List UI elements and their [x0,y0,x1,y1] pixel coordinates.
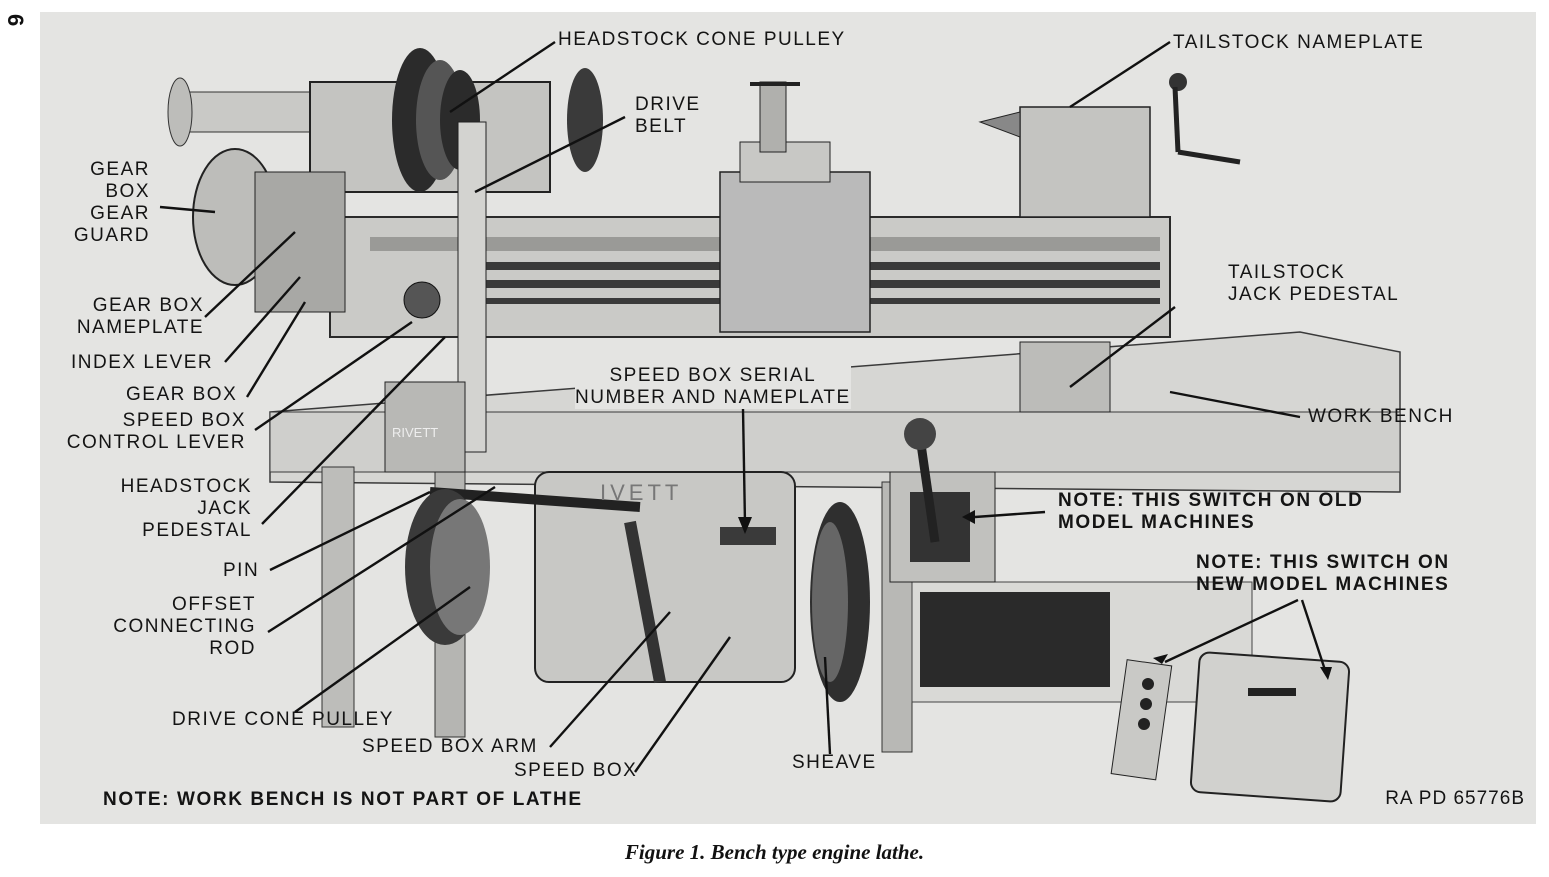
note-old-switch-line-1: NOTE: THIS SWITCH ON OLD [1058,490,1364,511]
label-speed-box-control-lever: SPEED BOX CONTROL LEVER [67,410,246,454]
offset-connecting-rod-shape [429,487,641,512]
leader-lines [159,40,1327,773]
label-pin: PIN [223,560,260,581]
lathe-illustration: RIVETT IVETT [159,40,1401,803]
headstock-jack-line-2: JACK [197,498,252,519]
label-speed-box: SPEED BOX [514,760,638,781]
label-gear-box-nameplate: GEAR BOX NAMEPLATE [77,295,204,339]
gear-guard-line-1: GEAR [90,159,150,180]
bench-shelf-inner [920,592,1110,687]
serial-arrowhead [738,517,752,534]
gear-guard-line-2: BOX [105,181,150,202]
label-tailstock-nameplate: TAILSTOCK NAMEPLATE [1173,32,1425,53]
label-index-lever: INDEX LEVER [71,352,214,373]
headstock-jack-line-3: PEDESTAL [142,520,252,541]
drive-belt-line-1: DRIVE [635,94,701,115]
figure-caption: Figure 1. Bench type engine lathe. [624,840,925,864]
tailstock-jack-pedestal-shape [1019,341,1111,413]
spindle [179,91,331,133]
speed-box-serial-line-1: SPEED BOX SERIAL [609,365,817,386]
label-speed-box-serial: SPEED BOX SERIAL NUMBER AND NAMEPLATE [575,365,851,409]
offset-rod-line-2: CONNECTING [113,616,256,637]
label-headstock-cone-pulley: HEADSTOCK CONE PULLEY [558,29,846,50]
note-new-switch-line-1: NOTE: THIS SWITCH ON [1196,552,1450,573]
reference-code: RA PD 65776B [1385,788,1525,809]
tailstock-jack-line-2: JACK PEDESTAL [1228,284,1400,305]
tailstock [1019,106,1151,218]
offset-rod-line-1: OFFSET [172,594,256,615]
drive-belt-line-2: BELT [635,116,688,137]
speed-box-control-line-2: CONTROL LEVER [66,432,246,453]
note-new-switch-line-2: NEW MODEL MACHINES [1196,574,1450,595]
note-old-switch-line-2: MODEL MACHINES [1058,512,1256,533]
new-switch-arrowhead-left [1153,654,1168,664]
label-gear-box: GEAR BOX [126,384,238,405]
carriage [719,171,871,333]
old-switch-arrowhead [962,510,975,524]
label-offset-connecting-rod: OFFSET CONNECTING ROD [113,594,256,660]
label-headstock-jack-pedestal: HEADSTOCK JACK PEDESTAL [121,476,252,542]
headstock-jack-pedestal-shape [384,381,466,473]
note-work-bench: NOTE: WORK BENCH IS NOT PART OF LATHE [103,789,583,810]
gear-box-nameplate-line-2: NAMEPLATE [76,317,204,338]
bench-leg-left [321,466,355,728]
offset-rod-line-3: ROD [209,638,256,659]
gear-box-nameplate-line-1: GEAR BOX [92,295,204,316]
gear-guard-line-3: GEAR [90,203,150,224]
motor-nameplate-text: IVETT [600,480,682,505]
label-sheave: SHEAVE [792,752,877,773]
speed-box-housing [534,471,796,683]
speed-box-serial-line-2: NUMBER AND NAMEPLATE [575,387,851,408]
page-number: 6 [3,14,28,27]
lathe-figure: RIVETT IVETT HEADSTOCK CONE PULLEY TAILS… [40,12,1536,824]
label-gear-box-gear-guard: GEAR BOX GEAR GUARD [74,159,150,247]
label-drive-cone-pulley: DRIVE CONE PULLEY [172,709,394,730]
speed-box-control-knob [403,281,441,319]
speed-box-arm-shape [624,520,666,684]
new-switch-box [1189,651,1351,803]
label-speed-box-arm: SPEED BOX ARM [362,736,538,757]
gear-guard-line-4: GUARD [73,225,150,246]
note-new-switch: NOTE: THIS SWITCH ON NEW MODEL MACHINES [1196,552,1450,596]
label-work-bench: WORK BENCH [1308,406,1454,427]
headstock-jack-line-1: HEADSTOCK [120,476,252,497]
new-switch-arrowhead-right [1320,667,1332,680]
tailstock-jack-line-1: TAILSTOCK [1228,262,1346,283]
headstock-nameplate-text: RIVETT [392,425,438,440]
label-drive-belt: DRIVE BELT [635,94,701,138]
label-tailstock-jack-pedestal: TAILSTOCK JACK PEDESTAL [1228,262,1399,306]
speed-box-control-line-1: SPEED BOX [122,410,246,431]
note-old-switch: NOTE: THIS SWITCH ON OLD MODEL MACHINES [1058,490,1363,534]
